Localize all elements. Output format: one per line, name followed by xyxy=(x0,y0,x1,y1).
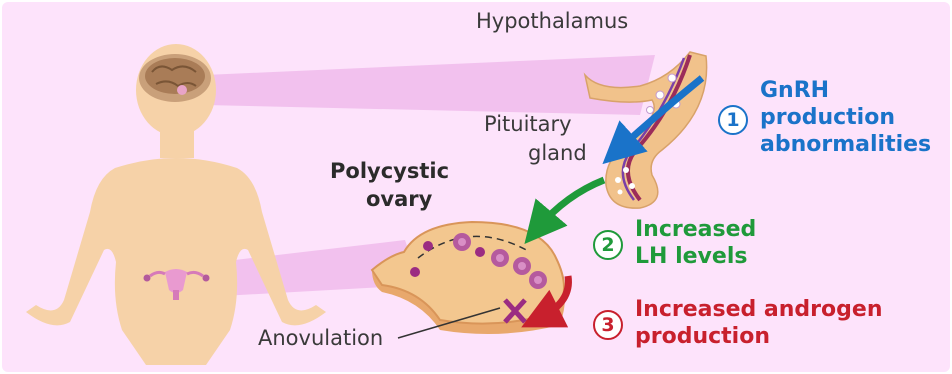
step-1-line1: GnRH xyxy=(760,77,931,104)
polycystic-ovary-label-line2: ovary xyxy=(366,186,432,213)
polycystic-ovary-label-line1: Polycystic xyxy=(330,158,449,185)
step-2-line1: Increased xyxy=(635,216,756,243)
hypothalamus-label: Hypothalamus xyxy=(476,8,628,35)
step-1-line3: abnormalities xyxy=(760,131,931,158)
step-1-line2: production xyxy=(760,104,931,131)
step-2-line2: LH levels xyxy=(635,243,756,270)
anovulation-label: Anovulation xyxy=(258,325,383,352)
pituitary-label-line1: Pituitary xyxy=(484,111,572,138)
brain-illustration xyxy=(139,54,211,102)
step-3-line2: production xyxy=(635,323,882,350)
step-3-line1: Increased androgen xyxy=(635,296,882,323)
step-2: 2 Increased LH levels xyxy=(593,216,756,270)
step-2-number-badge: 2 xyxy=(593,230,623,260)
step-3: 3 Increased androgen production xyxy=(593,296,882,350)
step-1: 1 GnRH production abnormalities xyxy=(718,77,931,158)
step-1-number-badge: 1 xyxy=(718,105,748,135)
pituitary-label-line2: gland xyxy=(528,140,587,167)
step-3-number-badge: 3 xyxy=(593,310,623,340)
